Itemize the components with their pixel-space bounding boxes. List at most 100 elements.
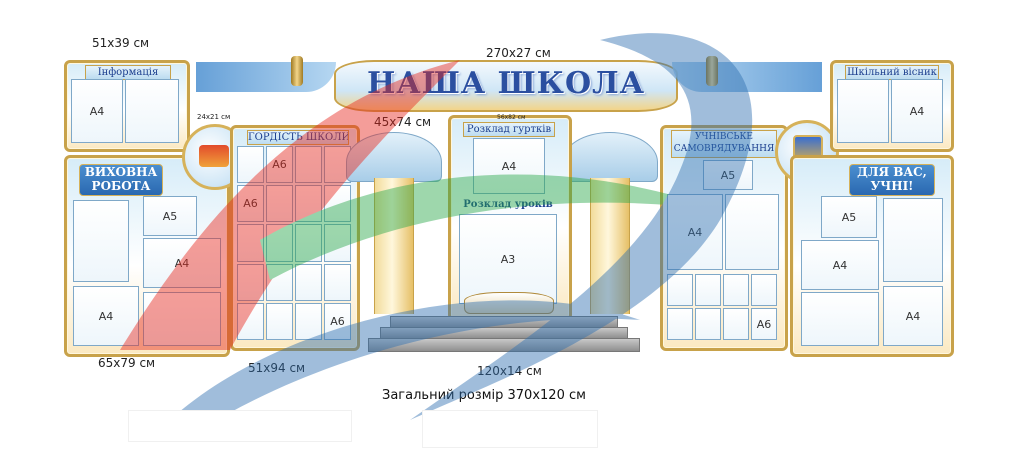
- grid-pocket: [295, 185, 322, 223]
- panel-self-gov: УЧНІВСЬКЕ САМОВРЯДУВАННЯ А5 А4 А6: [660, 125, 788, 351]
- grid-pocket: [295, 146, 322, 184]
- pocket-info-1: А4: [71, 79, 123, 143]
- pocket-label: А4: [905, 309, 921, 323]
- pocket-lessons: А3: [459, 214, 557, 304]
- scroll-roll-left: [291, 56, 303, 86]
- column-left: [374, 178, 414, 314]
- grid-pocket: [324, 224, 351, 262]
- page-title: НАША ШКОЛА: [366, 66, 646, 101]
- dim-left-bottom: 65х79 см: [98, 356, 156, 370]
- grid-pocket: [295, 263, 322, 301]
- panel-schedule: Розклад гуртків 56х82 см А4 Розклад урок…: [448, 114, 572, 321]
- grid-pocket: [295, 302, 322, 340]
- pocket-label: А6: [272, 158, 287, 172]
- pocket-label: А4: [687, 225, 703, 239]
- panel-info: Інформація А4: [64, 60, 190, 152]
- pocket-label: А4: [98, 309, 114, 323]
- pocket-for-you-a4-left: А4: [801, 240, 879, 290]
- pocket-edu-a4: А4: [143, 238, 221, 288]
- panel-education: ВИХОВНА РОБОТА А5 А4 А4: [64, 155, 230, 357]
- label-lessons: Розклад уроків: [463, 199, 553, 210]
- pocket-label: А5: [841, 210, 857, 224]
- pocket-herald-2: А4: [891, 79, 943, 143]
- pocket-label: А4: [909, 104, 925, 118]
- grid-pocket: [266, 302, 293, 340]
- label-herald: Шкільний вісник: [845, 65, 939, 80]
- grid-pocket: А6: [237, 185, 264, 223]
- grid-pocket: [751, 274, 777, 306]
- open-book-icon: [464, 292, 554, 314]
- blank-box-right: [422, 410, 598, 448]
- pocket-edu-a5: А5: [143, 196, 197, 236]
- grid-pocket: [237, 302, 264, 340]
- pocket-label: А4: [89, 104, 105, 118]
- pocket-label: А6: [330, 314, 345, 328]
- grid-pocket: [667, 308, 693, 340]
- grid-pocket: [266, 185, 293, 223]
- scroll-roll-right: [706, 56, 718, 86]
- grid-pocket: [266, 224, 293, 262]
- dim-header: 270х27 см: [486, 46, 551, 60]
- grid-pocket: [324, 263, 351, 301]
- pocket-label: А4: [832, 258, 848, 272]
- panel-for-you: ДЛЯ ВАС, УЧНІ! А5 А4 А4: [790, 155, 954, 357]
- pocket-self-gov-a4-right: [725, 194, 779, 270]
- pocket-edu-bottom-right: [143, 292, 221, 346]
- column-right-capital: [562, 132, 658, 182]
- pocket-clubs: А4: [473, 138, 545, 194]
- column-right: [590, 178, 630, 314]
- label-info: Інформація: [85, 65, 171, 80]
- title-banner: НАША ШКОЛА: [334, 60, 678, 112]
- pocket-herald-1: [837, 79, 889, 143]
- ribbon-left: [196, 62, 336, 92]
- pocket-for-you-bottom-left: [801, 292, 879, 346]
- pocket-self-gov-a5: А5: [703, 160, 753, 190]
- pocket-label: А4: [501, 159, 517, 173]
- column-left-capital: [346, 132, 442, 182]
- blank-box-left: [128, 410, 352, 442]
- dim-schedule: 45х74 см: [374, 115, 432, 129]
- grid-pocket: [237, 263, 264, 301]
- dim-footer: 120х14 см: [477, 364, 542, 378]
- dim-left-top: 51х39 см: [92, 36, 150, 50]
- pocket-label: А3: [500, 252, 516, 266]
- step-bottom: [368, 338, 640, 352]
- dim-small-b: 56х82 см: [497, 114, 526, 121]
- grid-pocket: [667, 274, 693, 306]
- grid-pocket: [695, 308, 721, 340]
- pocket-for-you-bottom-right: А4: [883, 286, 943, 346]
- grid-pocket: [237, 146, 264, 184]
- pocket-label: А6: [243, 197, 258, 211]
- pocket-for-you-right: [883, 198, 943, 282]
- grid-pocket: [237, 224, 264, 262]
- grid-pocket: А6: [751, 308, 777, 340]
- label-self-gov: УЧНІВСЬКЕ САМОВРЯДУВАННЯ: [671, 130, 777, 158]
- pocket-info-2: [125, 79, 179, 143]
- grid-pocket: [695, 274, 721, 306]
- grid-pocket: [723, 308, 749, 340]
- grid-pocket: [723, 274, 749, 306]
- grid-pocket: А6: [266, 146, 293, 184]
- pocket-edu-bottom-left: А4: [73, 286, 139, 346]
- panel-herald: Шкільний вісник А4: [830, 60, 954, 152]
- pocket-for-you-a5: А5: [821, 196, 877, 238]
- pocket-label: А5: [720, 168, 736, 182]
- pocket-label: А6: [756, 317, 772, 331]
- books-icon: [199, 145, 229, 167]
- grid-pocket: [295, 224, 322, 262]
- label-pride: ГОРДІСТЬ ШКОЛИ: [247, 130, 349, 145]
- label-for-you: ДЛЯ ВАС, УЧНІ!: [849, 164, 935, 196]
- total-size: Загальний розмір 370х120 см: [382, 388, 586, 403]
- dim-left-middle: 51х94 см: [248, 361, 306, 375]
- grid-pocket: [266, 263, 293, 301]
- label-education: ВИХОВНА РОБОТА: [79, 164, 163, 196]
- pocket-label: А5: [162, 209, 178, 223]
- label-clubs: Розклад гуртків: [463, 122, 555, 137]
- ribbon-right: [672, 62, 822, 92]
- pocket-self-gov-a4-left: А4: [667, 194, 723, 270]
- pocket-edu-1: [73, 200, 129, 282]
- dim-small-a: 24х21 см: [197, 113, 231, 121]
- pocket-label: А4: [174, 256, 190, 270]
